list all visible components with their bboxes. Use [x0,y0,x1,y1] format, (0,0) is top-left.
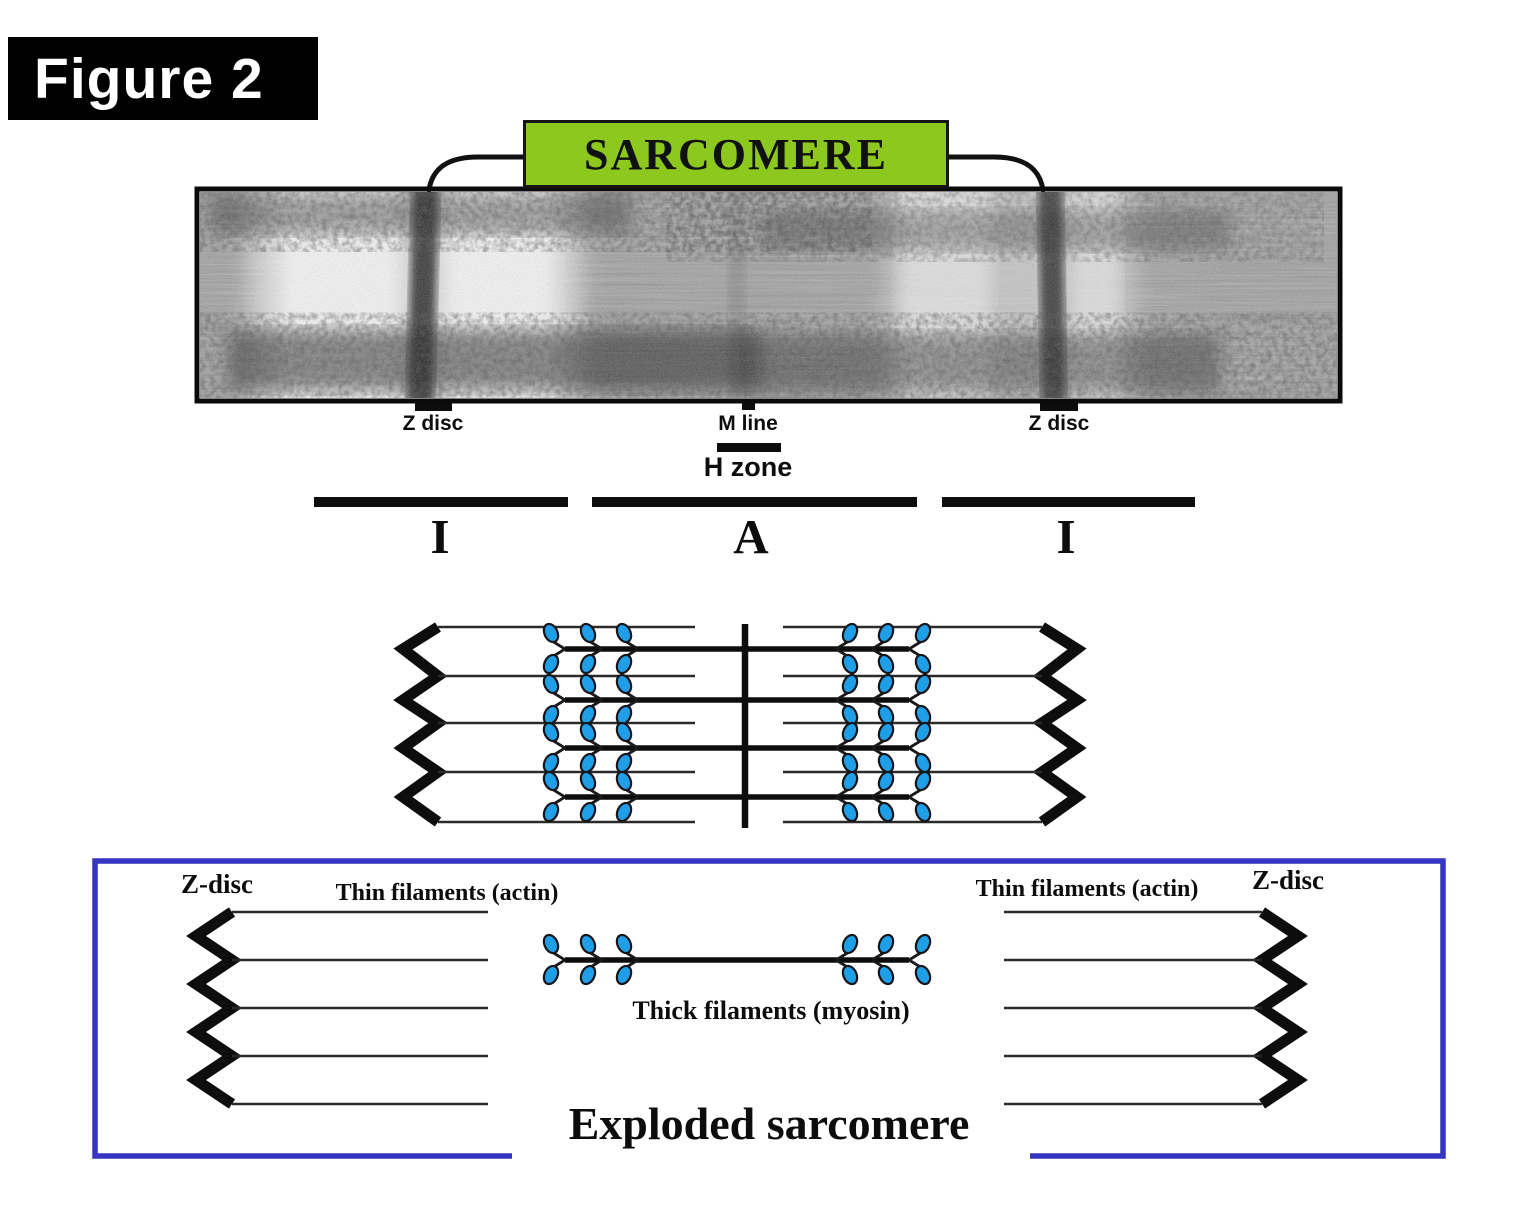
a-band-label: A [733,509,769,564]
z-disc-left-marker [415,403,452,411]
exploded-sarcomere-panel [92,858,1446,1159]
sarcomere-bracket-right [946,154,1046,193]
i-band-right-label: I [1056,509,1076,564]
a-band-bar [592,497,917,507]
z-disc-zigzag-right [1032,622,1087,827]
m-line-marker [742,402,755,410]
exploded-thick-filaments-label: Thick filaments (myosin) [632,996,910,1025]
exploded-z-disc-zigzag-right [1252,907,1308,1109]
exploded-thin-filaments-left [232,910,488,1106]
z-disc-zigzag-left [393,622,448,827]
exploded-box-border [92,858,1446,1159]
exploded-thin-filaments-right-label: Thin filaments (actin) [975,876,1199,902]
sarcomere-schematic [393,620,1087,828]
i-band-left-label: I [430,509,450,564]
figure-label: Figure 2 [34,46,264,111]
figure-label-badge: Figure 2 [8,37,318,120]
z-disc-right-label: Z disc [1028,412,1090,435]
sarcomere-label: SARCOMERE [583,129,889,179]
exploded-z-disc-right-label: Z-disc [1251,865,1325,895]
micrograph-border [194,186,1343,404]
i-band-left-bar [314,497,568,507]
thick-filaments [565,646,909,800]
exploded-sarcomere-caption: Exploded sarcomere [568,1098,970,1149]
sarcomere-micrograph [200,192,1337,398]
exploded-z-disc-left-label: Z-disc [180,869,254,899]
i-band-right-bar [942,497,1195,507]
thin-filaments-left [438,625,695,824]
m-line-label: M line [718,412,778,435]
sarcomere-label-box: SARCOMERE [523,120,949,188]
sarcomere-bracket-left [426,154,526,193]
z-disc-left-label: Z disc [402,412,464,435]
h-zone-label: H zone [703,452,793,482]
z-disc-right-marker [1040,403,1078,411]
exploded-thin-filaments-right [1004,910,1262,1106]
exploded-z-disc-zigzag-left [186,907,242,1109]
exploded-thin-filaments-left-label: Thin filaments (actin) [335,880,559,906]
thin-filaments-right [783,625,1042,824]
h-zone-marker [717,443,781,452]
